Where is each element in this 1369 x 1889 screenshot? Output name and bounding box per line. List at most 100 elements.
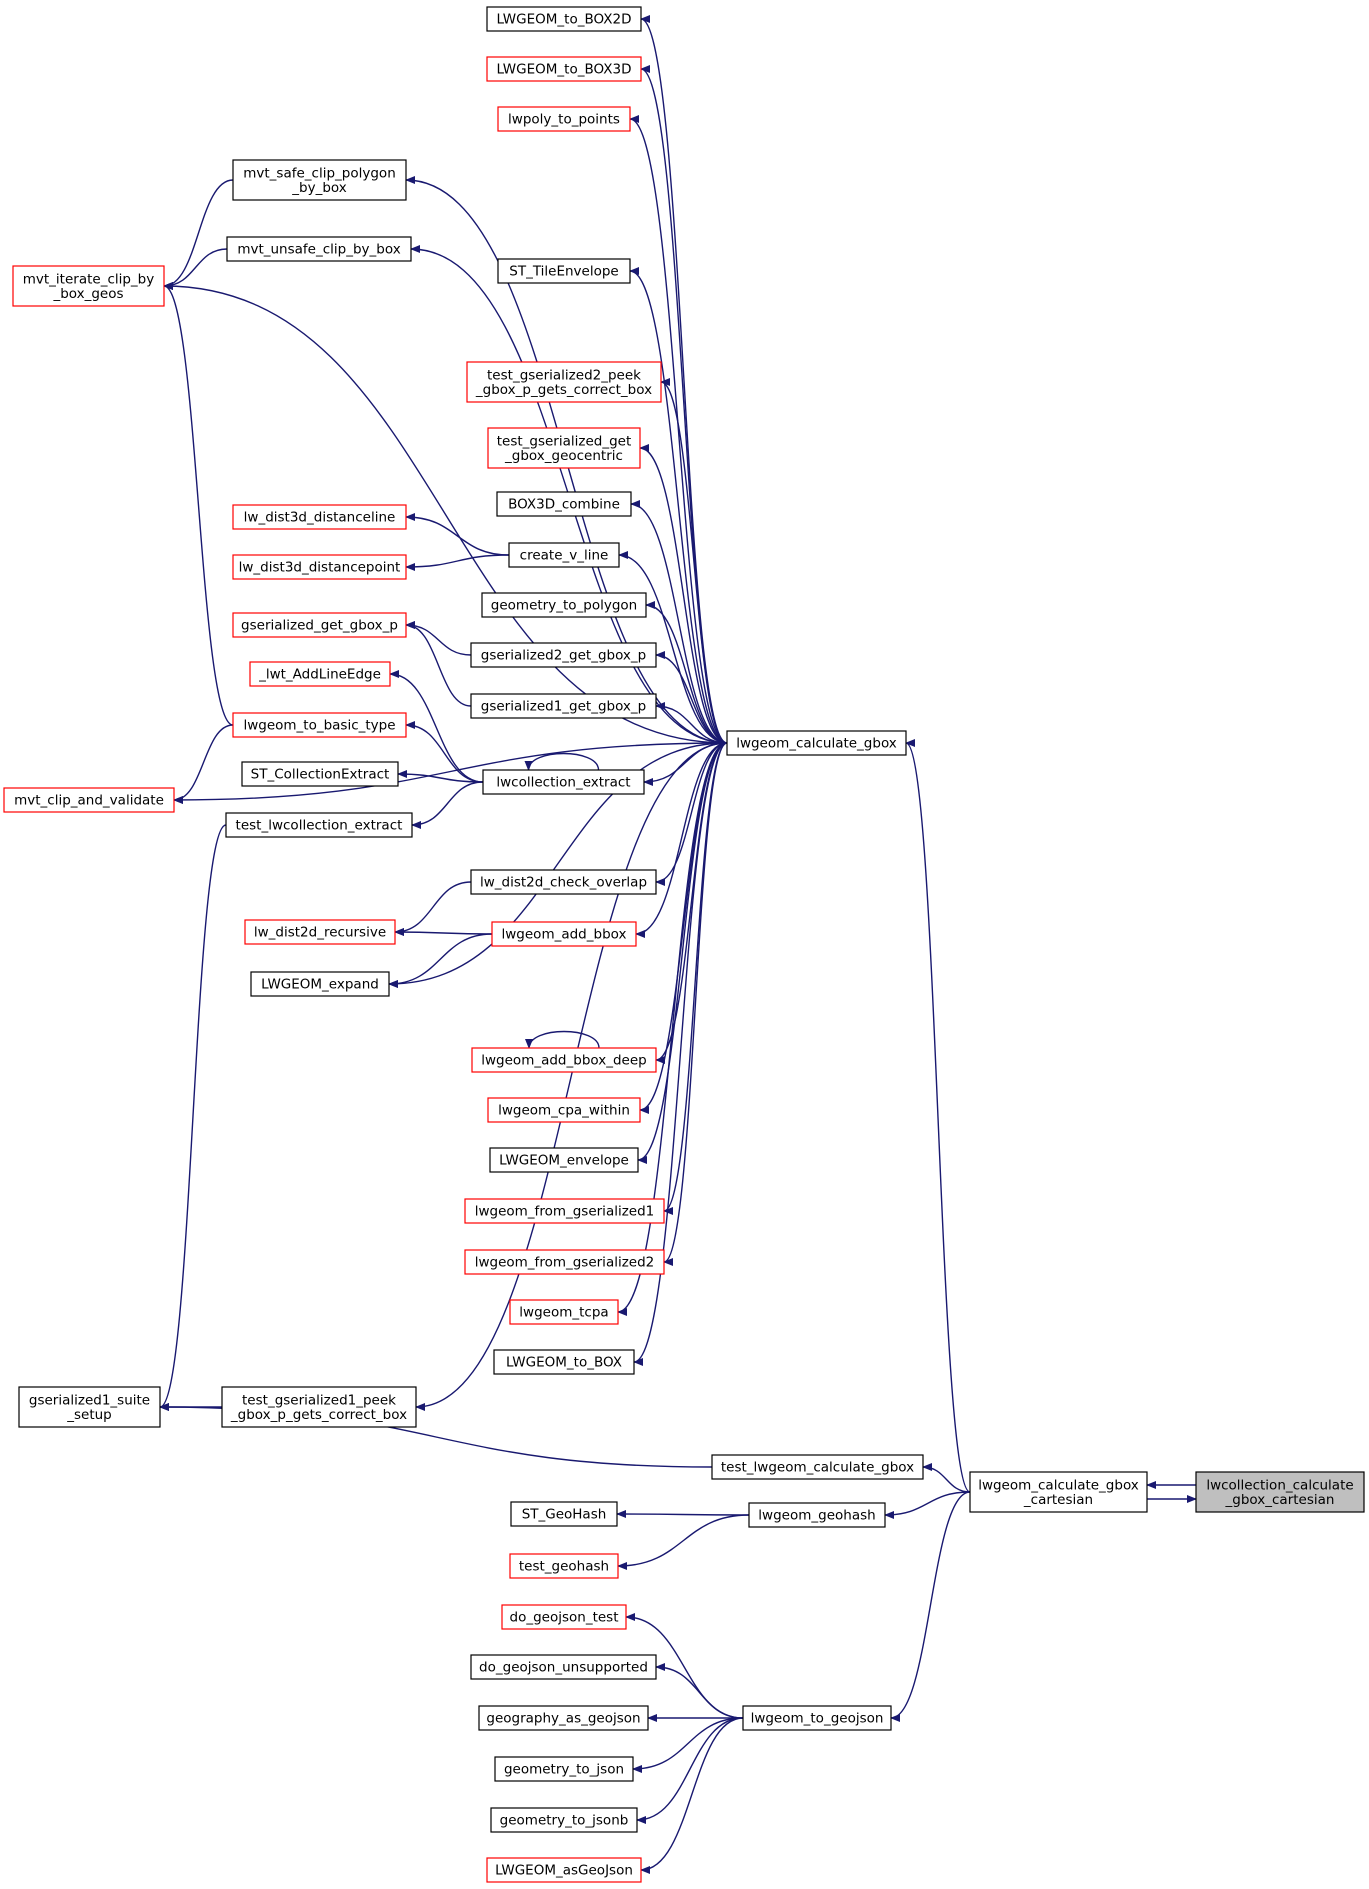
node-testcalc[interactable]: test_lwgeom_calculate_gbox (711, 1454, 924, 1480)
node-dogeojsonunsup[interactable]: do_geojson_unsupported (470, 1654, 657, 1680)
node-mvtsafe[interactable]: mvt_safe_clip_polygon_by_box (232, 159, 407, 201)
node-box (490, 1807, 638, 1833)
edge-mvtclip-to-calcgbox (173, 742, 728, 804)
edge-collextr-to-lwcollextr (397, 770, 484, 783)
node-box (726, 730, 907, 756)
edge-addbboxdeep-to-calcgbox (655, 742, 728, 1064)
node-label: mvt_unsafe_clip_by_box (237, 242, 400, 258)
edge-mvtiter-to-mvtunsafe (163, 248, 228, 290)
edge-mvtiter-to-tobasic (163, 282, 234, 726)
node-label: do_geojson_unsupported (479, 1660, 648, 1676)
node-box (510, 1501, 618, 1527)
edge-dist2drec-to-dist2dcheck (394, 881, 472, 936)
node-fromgs2[interactable]: lwgeom_from_gserialized2 (464, 1249, 665, 1275)
node-tileenv[interactable]: ST_TileEnvelope (497, 258, 631, 284)
node-dogeojsontest[interactable]: do_geojson_test (501, 1604, 627, 1630)
node-cpawithin[interactable]: lwgeom_cpa_within (487, 1097, 641, 1123)
node-togeojson[interactable]: lwgeom_to_geojson (742, 1705, 892, 1731)
node-box (470, 693, 657, 719)
node-label: gserialized_get_gbox_p (241, 618, 398, 634)
edge-gs1get-to-calcgbox (655, 702, 728, 744)
node-geomtopoly[interactable]: geometry_to_polygon (481, 592, 647, 618)
node-label: _gbox_geocentric (504, 448, 623, 464)
node-tcpa[interactable]: lwgeom_tcpa (509, 1299, 619, 1325)
node-label: BOX3D_combine (508, 497, 620, 513)
node-mvtclip[interactable]: mvt_clip_and_validate (3, 787, 175, 813)
node-box (482, 769, 645, 795)
node-collextr[interactable]: ST_CollectionExtract (241, 761, 399, 787)
node-dist2dcheck[interactable]: lw_dist2d_check_overlap (470, 869, 657, 895)
node-addlineedge[interactable]: _lwt_AddLineEdge (249, 661, 391, 687)
node-testcollextr[interactable]: test_lwcollection_extract (225, 812, 413, 838)
node-label: mvt_iterate_clip_by (23, 271, 155, 287)
node-box (470, 869, 657, 895)
node-box (496, 491, 632, 517)
node-tgs1peek[interactable]: test_gserialized1_peek_gbox_p_gets_corre… (221, 1386, 417, 1428)
node-box2d[interactable]: LWGEOM_to_BOX2D (486, 6, 642, 32)
node-box (742, 1705, 892, 1731)
edge-lwexpand-to-calcgbox (388, 742, 728, 988)
edge-gsgetgbox-to-gs2get (405, 621, 472, 656)
node-label: gserialized2_get_gbox_p (481, 648, 647, 664)
node-mvtiter[interactable]: mvt_iterate_clip_by_box_geos (12, 265, 165, 307)
edge-geomtojsonb-to-togeojson (636, 1717, 744, 1824)
node-geogasgeojson[interactable]: geography_as_geojson (478, 1705, 649, 1731)
node-geomtojsonb[interactable]: geometry_to_jsonb (490, 1807, 638, 1833)
edge-dist3dpt-to-createv (405, 554, 510, 571)
node-box3d[interactable]: LWGEOM_to_BOX3D (486, 56, 642, 82)
node-dist3dline[interactable]: lw_dist3d_distanceline (232, 504, 407, 530)
node-box (494, 1756, 634, 1782)
node-label: lwgeom_to_basic_type (243, 718, 395, 734)
node-box3dcomb[interactable]: BOX3D_combine (496, 491, 632, 517)
node-label: lwgeom_cpa_within (498, 1103, 630, 1119)
node-gsgetgbox[interactable]: gserialized_get_gbox_p (232, 612, 407, 638)
node-dist3dpt[interactable]: lw_dist3d_distancepoint (232, 554, 407, 580)
node-lwgeohash[interactable]: lwgeom_geohash (748, 1502, 886, 1528)
edge-testgeohash-to-lwgeohash (617, 1514, 750, 1570)
node-asgeojson[interactable]: LWGEOM_asGeoJson (486, 1857, 642, 1883)
node-dist2drec[interactable]: lw_dist2d_recursive (244, 919, 396, 945)
node-tobasic[interactable]: lwgeom_to_basic_type (232, 712, 407, 738)
edge-lwenvelope-to-calcgbox (637, 742, 728, 1164)
node-polypts[interactable]: lwpoly_to_points (497, 106, 631, 132)
edge-stgeohash-to-lwgeohash (616, 1510, 750, 1519)
node-tobox[interactable]: LWGEOM_to_BOX (493, 1349, 635, 1375)
node-label: _setup (66, 1407, 112, 1423)
edge-tileenv-to-calcgbox (629, 267, 728, 744)
node-label: LWGEOM_expand (261, 977, 379, 993)
node-calcgbox[interactable]: lwgeom_calculate_gbox (726, 730, 907, 756)
node-gs1suite[interactable]: gserialized1_suite_setup (18, 1386, 161, 1428)
node-calccart[interactable]: lwgeom_calculate_gbox_cartesian (969, 1471, 1148, 1513)
node-testgeohash[interactable]: test_geohash (509, 1553, 619, 1579)
node-box (501, 1604, 627, 1630)
edge-polypts-to-calcgbox (629, 115, 728, 744)
node-box (711, 1454, 924, 1480)
node-lwcollextr[interactable]: lwcollection_extract (482, 769, 645, 795)
node-lwenvelope[interactable]: LWGEOM_envelope (489, 1147, 639, 1173)
node-label: LWGEOM_to_BOX2D (497, 12, 632, 28)
node-geomtojson[interactable]: geometry_to_json (494, 1756, 634, 1782)
node-box (221, 1386, 417, 1428)
node-box (464, 1198, 665, 1224)
edge-gsgetgbox-to-gs1get (405, 621, 472, 707)
node-tgs2peek[interactable]: test_gserialized2_peek_gbox_p_gets_corre… (466, 361, 662, 403)
node-label: lw_dist3d_distanceline (244, 510, 396, 526)
node-addbbox[interactable]: lwgeom_add_bbox (491, 921, 637, 947)
node-mvtunsafe[interactable]: mvt_unsafe_clip_by_box (226, 236, 412, 262)
node-target[interactable]: lwcollection_calculate_gbox_cartesian (1195, 1471, 1365, 1513)
node-gs2get[interactable]: gserialized2_get_gbox_p (470, 642, 657, 668)
edge-tobasic-to-lwcollextr (405, 721, 484, 783)
node-label: _by_box (291, 180, 346, 196)
node-box (471, 1047, 657, 1073)
node-lwexpand[interactable]: LWGEOM_expand (250, 971, 390, 997)
node-fromgs1[interactable]: lwgeom_from_gserialized1 (464, 1198, 665, 1224)
node-tgsgeoc[interactable]: test_gserialized_get_gbox_geocentric (487, 427, 641, 469)
node-addbboxdeep[interactable]: lwgeom_add_bbox_deep (471, 1047, 657, 1073)
node-createv[interactable]: create_v_line (508, 542, 620, 568)
node-gs1get[interactable]: gserialized1_get_gbox_p (470, 693, 657, 719)
edge-tcpa-to-calcgbox (617, 742, 728, 1316)
node-box (509, 1299, 619, 1325)
edge-addlineedge-to-lwcollextr (389, 670, 484, 783)
node-stgeohash[interactable]: ST_GeoHash (510, 1501, 618, 1527)
edge-addbbox-to-calcgbox (635, 742, 728, 938)
